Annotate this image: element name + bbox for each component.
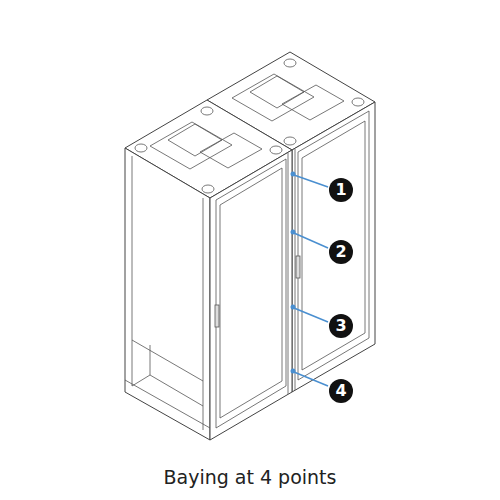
rack-side: [125, 148, 210, 440]
callout-number: 1: [329, 178, 353, 202]
callout-number: 2: [329, 240, 353, 264]
leader-lines: [294, 175, 328, 386]
rack-front: [210, 150, 292, 440]
caption: Baying at 4 points: [0, 466, 500, 488]
callout-number: 3: [329, 314, 353, 338]
rack-front: [292, 102, 375, 392]
callout-number: 4: [329, 379, 353, 403]
callout-circles: [329, 178, 353, 403]
